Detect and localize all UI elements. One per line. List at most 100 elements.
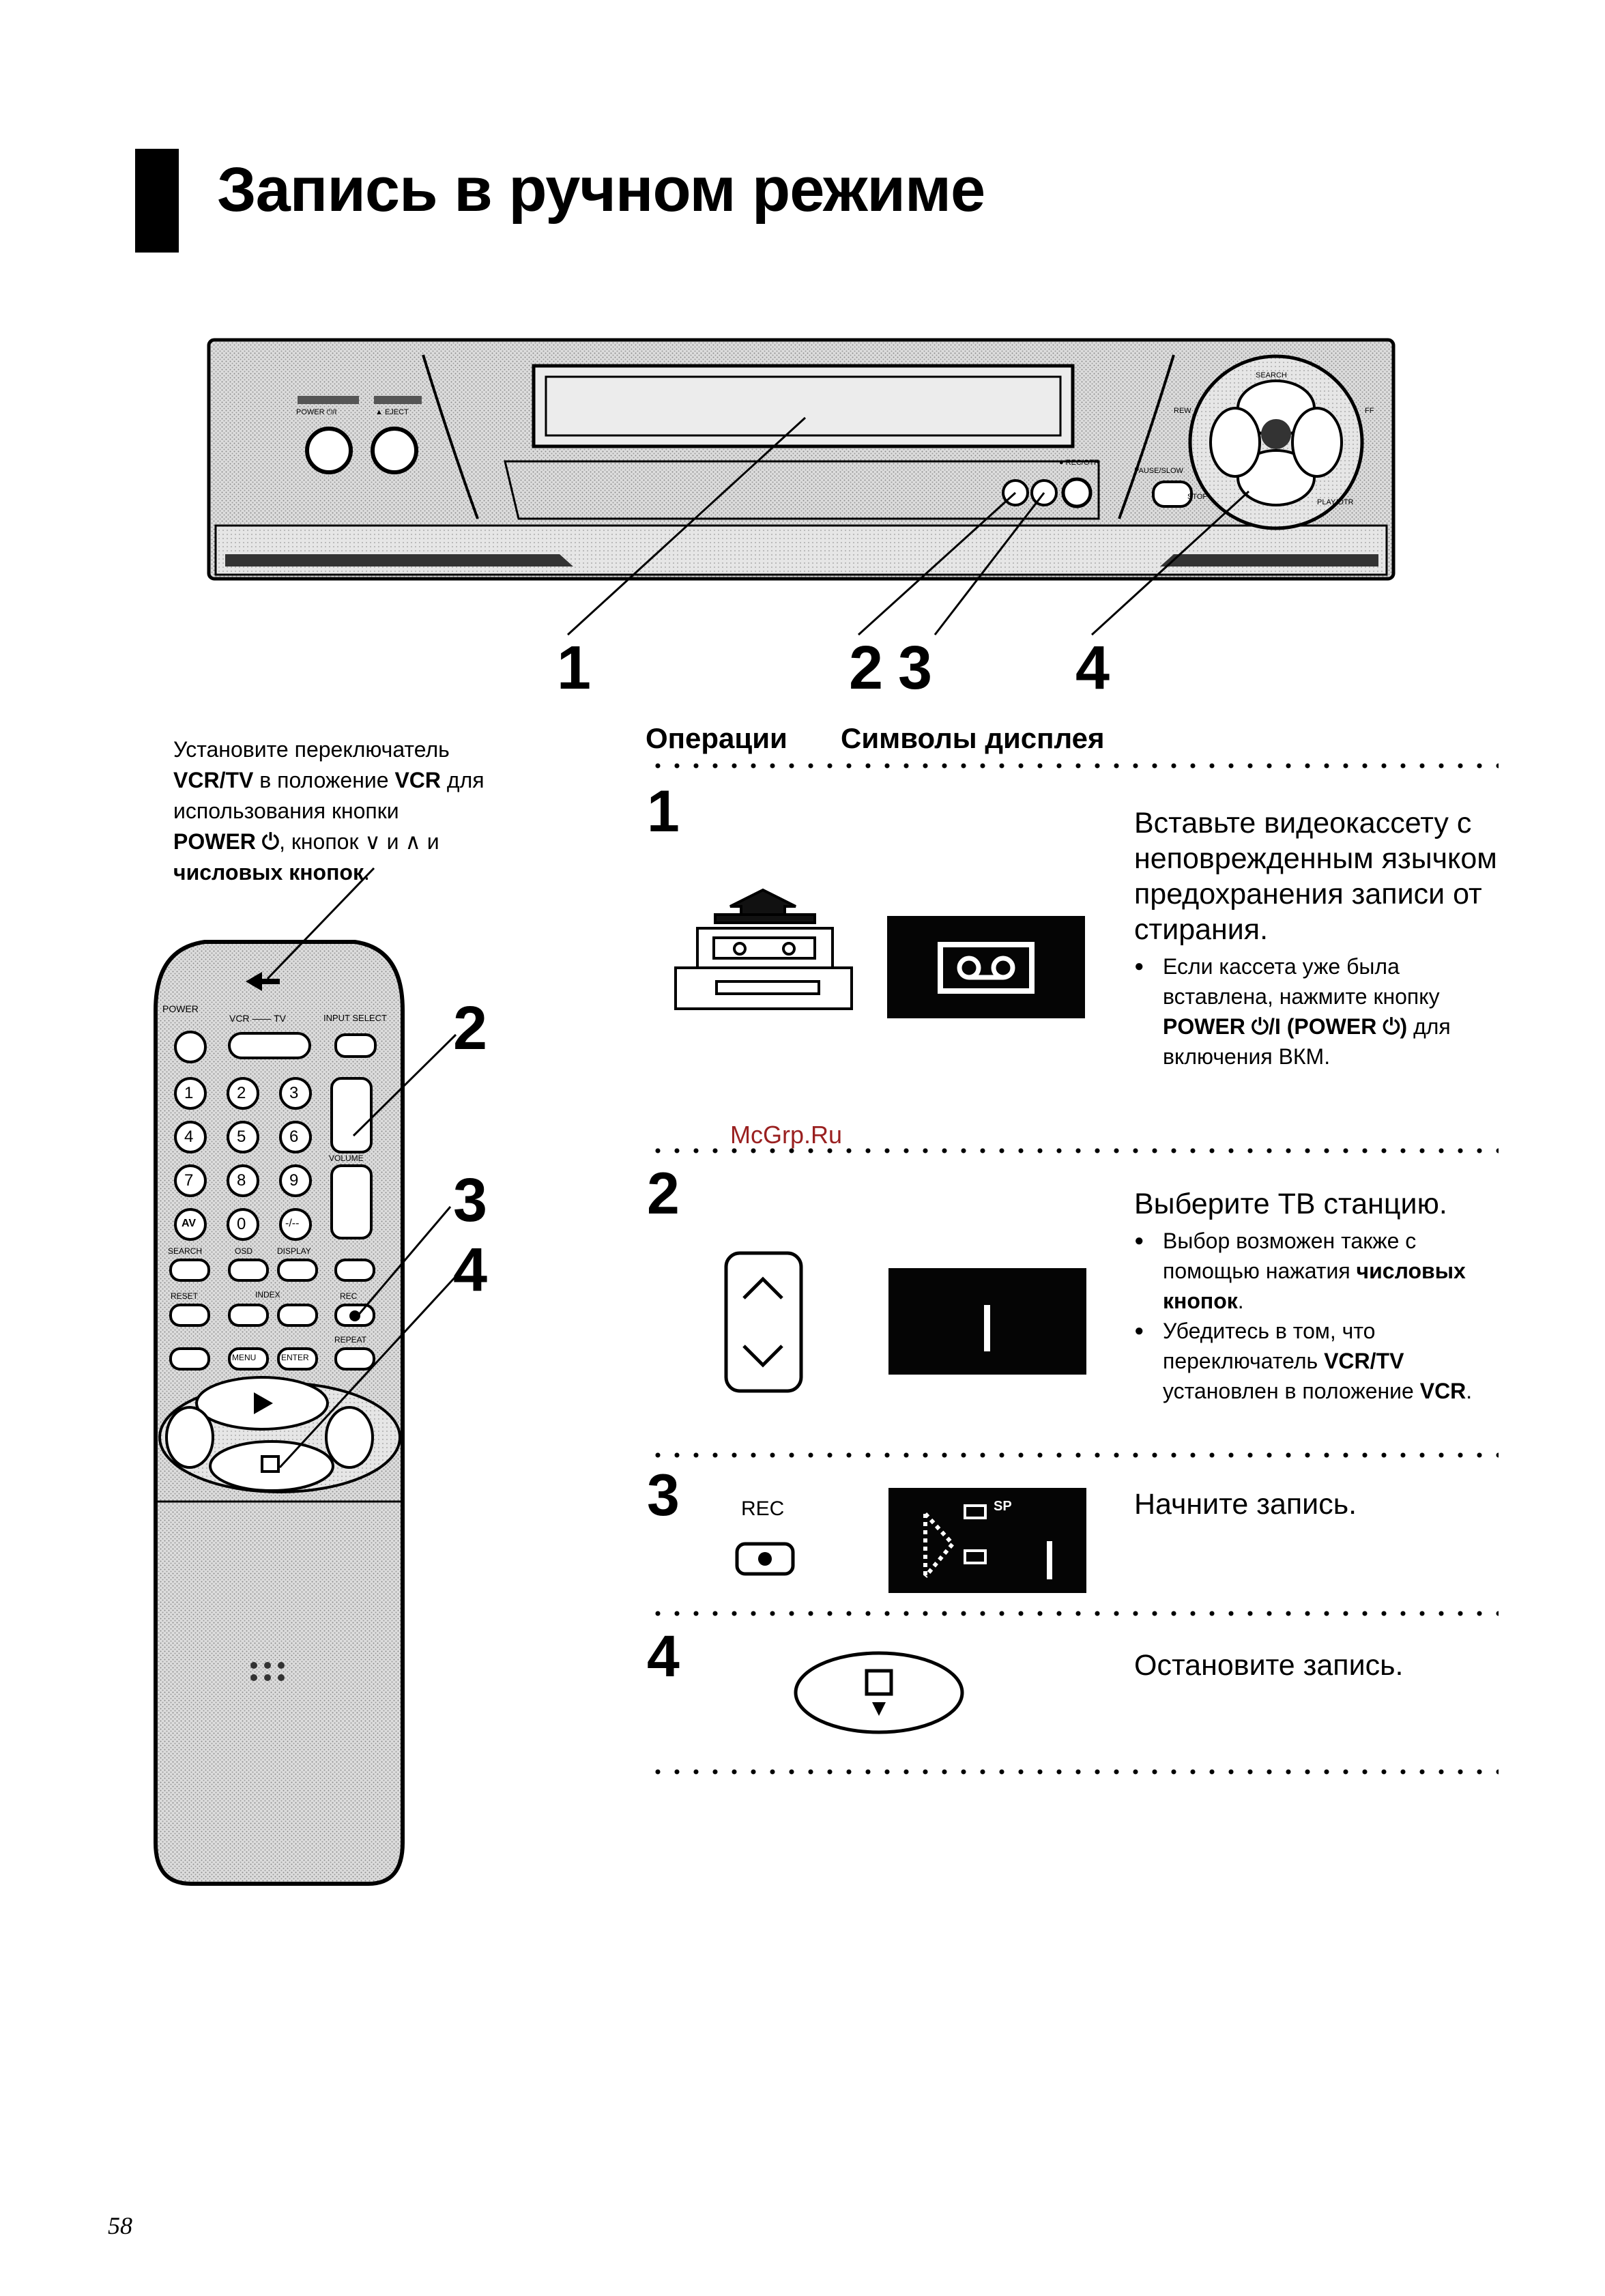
step-2-main: Выберите ТВ станцию. xyxy=(1134,1188,1447,1220)
callout-2: 2 xyxy=(849,634,884,702)
remote-rec-label: REC xyxy=(340,1291,358,1301)
step-1-text: Вставьте видеокассету с неповрежденным я… xyxy=(1134,805,1503,1072)
note-vcr: VCR xyxy=(394,768,442,792)
header-display-symbols: Символы дисплея xyxy=(841,722,1105,754)
remote-key-dash: -/-- xyxy=(285,1218,300,1229)
vcr-ff-label: FF xyxy=(1365,407,1374,415)
remote-vcrtv-label: VCR —— TV xyxy=(229,1013,286,1024)
note-vcrtv: VCR/TV xyxy=(173,768,254,792)
separator xyxy=(648,1769,1499,1775)
rec-button-icon xyxy=(735,1542,795,1576)
vcr-power-label: POWER ⏻/I xyxy=(296,408,337,416)
text-bold: числовых кнопок xyxy=(1163,1259,1466,1313)
down-arrow-icon: ∨ xyxy=(364,829,381,854)
remote-key-4: 4 xyxy=(184,1128,194,1146)
title-bar xyxy=(135,149,179,253)
text: Убедитесь в том, что переключатель xyxy=(1163,1319,1376,1373)
text: Выбор возможен также с помощью нажатия xyxy=(1163,1229,1417,1283)
remote-input-select-label: INPUT SELECT xyxy=(323,1013,387,1023)
cassette-insert-icon xyxy=(674,888,853,1010)
step-2-bullet-2: Убедитесь в том, что переключатель VCR/T… xyxy=(1134,1316,1503,1406)
page-number: 58 xyxy=(108,2212,132,2239)
remote-display-label: DISPLAY xyxy=(277,1246,311,1256)
remote-key-3: 3 xyxy=(289,1084,299,1102)
text: для включения ВКМ. xyxy=(1163,1014,1451,1069)
watermark: McGrp.Ru xyxy=(730,1121,843,1149)
setup-note: Установите переключатель VCR/TV в положе… xyxy=(173,734,555,888)
note-line1: Установите переключатель xyxy=(173,737,450,762)
remote-search-label: SEARCH xyxy=(168,1246,203,1256)
step-1-bullets: Если кассета уже была вставлена, нажмите… xyxy=(1134,951,1503,1072)
remote-key-7: 7 xyxy=(184,1171,194,1190)
text-bold: VCR/TV xyxy=(1324,1349,1404,1373)
rec-label: REC xyxy=(741,1497,785,1520)
step-1-bullet-1: Если кассета уже была вставлена, нажмите… xyxy=(1134,951,1503,1072)
text: установлен в положение xyxy=(1163,1379,1420,1403)
step-2-number: 2 xyxy=(647,1161,680,1226)
separator xyxy=(648,763,1499,769)
page-title: Запись в ручном режиме xyxy=(217,155,985,225)
step-3-main: Начните запись. xyxy=(1134,1488,1357,1521)
channel-up-down-icon xyxy=(724,1251,803,1393)
remote-key-5: 5 xyxy=(237,1128,246,1146)
remote-key-8: 8 xyxy=(237,1171,246,1190)
step-1-number: 1 xyxy=(647,779,680,844)
remote-index-label: INDEX xyxy=(255,1290,280,1300)
vcr-search-label: SEARCH xyxy=(1256,371,1287,379)
remote-key-1: 1 xyxy=(184,1084,194,1102)
remote-callout-2: 2 xyxy=(453,994,488,1063)
up-arrow-icon: ∧ xyxy=(405,829,421,854)
note-end: . xyxy=(363,860,370,885)
rec-display xyxy=(888,1488,1086,1593)
separator xyxy=(648,1148,1499,1153)
remote-key-6: 6 xyxy=(289,1128,299,1146)
remote-key-2: 2 xyxy=(237,1084,246,1102)
display-sp: SP xyxy=(994,1499,1012,1514)
separator xyxy=(648,1452,1499,1458)
vcr-body xyxy=(207,338,1396,581)
remote-menu-label: MENU xyxy=(232,1353,257,1362)
vcr-pause-label: PAUSE/SLOW xyxy=(1134,467,1183,475)
step-4-number: 4 xyxy=(647,1624,680,1689)
callout-1: 1 xyxy=(557,634,592,702)
remote-key-0: 0 xyxy=(237,1215,246,1233)
remote-enter-label: ENTER xyxy=(281,1353,309,1362)
text: . xyxy=(1466,1379,1473,1403)
remote-key-av: AV xyxy=(182,1218,197,1229)
text-bold: POWER ⏻/I (POWER ⏻) xyxy=(1163,1014,1408,1039)
vcr-stop-label: STOP xyxy=(1187,493,1208,501)
separator xyxy=(648,1611,1499,1616)
callout-3: 3 xyxy=(898,634,933,702)
step-3-number: 3 xyxy=(647,1463,680,1528)
remote-callout-3: 3 xyxy=(453,1166,488,1235)
note-and1: и xyxy=(380,829,405,854)
step-2-bullets: Выбор возможен также с помощью нажатия ч… xyxy=(1134,1226,1503,1406)
remote-callout-4: 4 xyxy=(453,1236,488,1304)
remote-callout-lines xyxy=(266,867,457,1469)
remote-volume-label: VOLUME xyxy=(329,1153,364,1163)
remote-control xyxy=(154,940,405,1886)
vcr-callout-lines xyxy=(566,416,1250,636)
note-and2: и xyxy=(420,829,439,854)
vcr-play-label: PLAY/OTR xyxy=(1317,498,1354,506)
cassette-display xyxy=(887,916,1085,1018)
remote-osd-label: OSD xyxy=(235,1246,253,1256)
channel-digit-mark xyxy=(984,1305,990,1351)
text: Если кассета уже была вставлена, нажмите… xyxy=(1163,954,1440,1009)
vcr-eject-label: ▲ EJECT xyxy=(375,408,409,416)
note-text3: для использования кнопки xyxy=(173,768,485,823)
remote-power-label: POWER xyxy=(162,1003,199,1014)
step-1-main: Вставьте видеокассету с неповрежденным я… xyxy=(1134,807,1497,946)
callout-4: 4 xyxy=(1075,634,1110,702)
remote-reset-label: RESET xyxy=(171,1291,199,1301)
step-2-bullet-1: Выбор возможен также с помощью нажатия ч… xyxy=(1134,1226,1503,1316)
remote-repeat-label: REPEAT xyxy=(334,1335,367,1345)
remote-key-9: 9 xyxy=(289,1171,299,1190)
text: . xyxy=(1237,1289,1244,1313)
text-bold: VCR xyxy=(1419,1379,1466,1403)
note-text2: в положение xyxy=(253,768,395,792)
stop-button-icon xyxy=(794,1651,964,1734)
note-power: POWER ⏻ xyxy=(173,829,280,854)
note-numeric: числовых кнопок xyxy=(173,860,364,885)
